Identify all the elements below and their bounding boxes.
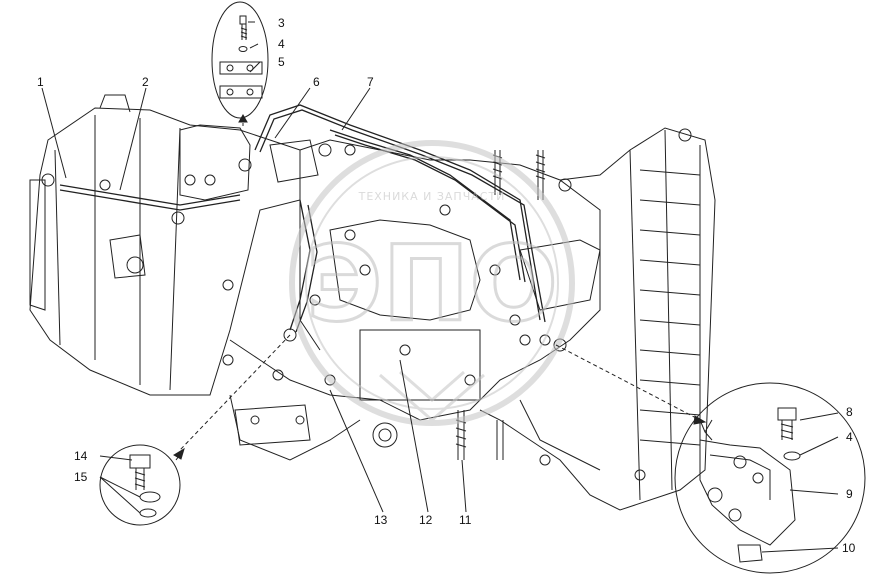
leader-lines <box>41 21 839 553</box>
callout-7: 7 <box>367 75 374 89</box>
callout-1: 1 <box>37 75 44 89</box>
callout-6: 6 <box>313 75 320 89</box>
detail-bottom-left <box>99 444 185 526</box>
watermark-logo: ЭПО <box>306 223 558 345</box>
callout-15: 15 <box>74 470 88 484</box>
callout-3: 3 <box>278 16 285 30</box>
callout-10: 10 <box>842 541 856 555</box>
callout-4-detail: 4 <box>846 430 853 444</box>
callout-8: 8 <box>846 405 853 419</box>
callout-11: 11 <box>459 513 472 527</box>
callout-14: 14 <box>74 449 88 463</box>
callout-12: 12 <box>419 513 433 527</box>
watermark-caption: ТЕХНИКА И ЗАПЧАСТИ <box>358 190 506 203</box>
callout-5: 5 <box>278 55 285 69</box>
callout-2: 2 <box>142 75 149 89</box>
detail-bottom-right <box>674 382 866 574</box>
valve-cylinder <box>269 139 319 183</box>
callout-13: 13 <box>374 513 388 527</box>
watermark: ЭПО ТЕХНИКА И ЗАПЧАСТИ <box>289 140 575 426</box>
callout-4: 4 <box>278 37 285 51</box>
callout-9: 9 <box>846 487 853 501</box>
detail-top <box>211 1 269 128</box>
callout-labels: 1 2 3 4 5 6 7 8 4 9 10 11 12 13 14 15 <box>37 16 856 555</box>
